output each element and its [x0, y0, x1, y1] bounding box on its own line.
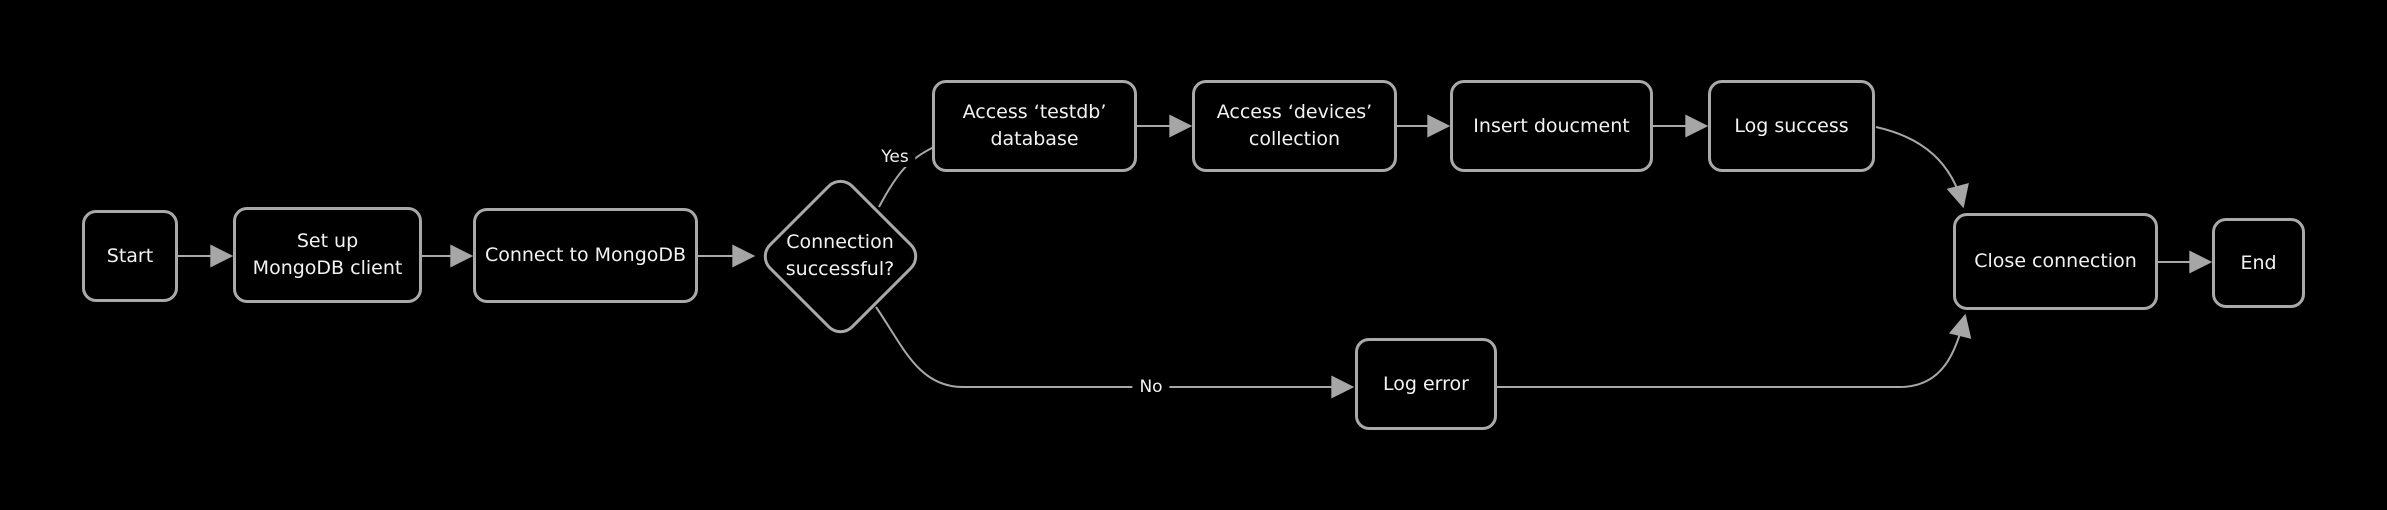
node-label-insert-doc: Insert doucment: [1473, 114, 1630, 137]
edge-decision-no: [875, 306, 1355, 399]
node-label-log-error: Log error: [1383, 372, 1469, 395]
node-label-start: Start: [106, 244, 154, 267]
node-label-decision: Connection successful?: [785, 231, 895, 280]
node-end: End: [2212, 218, 2305, 308]
node-setup-client: Set up MongoDB client: [233, 207, 422, 303]
node-label-close-conn: Close connection: [1974, 250, 2137, 273]
node-log-error: Log error: [1355, 338, 1497, 430]
node-access-coll: Access ‘devices’ collection: [1192, 80, 1397, 172]
node-decision: Connection successful?: [755, 171, 925, 341]
node-label-log-success: Log success: [1734, 114, 1849, 137]
node-log-success: Log success: [1708, 80, 1875, 172]
node-label-access-coll: Access ‘devices’ collection: [1216, 101, 1373, 150]
node-label-end: End: [2240, 251, 2277, 274]
node-insert-doc: Insert doucment: [1450, 80, 1653, 172]
edge-label-decision-yes: Yes: [874, 147, 916, 167]
edge-logsuccess-to-close: [1875, 126, 1969, 209]
node-label-setup-client: Set up MongoDB client: [252, 230, 403, 279]
node-access-db: Access ‘testdb’ database: [932, 80, 1137, 172]
node-label-access-db: Access ‘testdb’ database: [962, 101, 1107, 150]
edge-label-decision-no: No: [1132, 377, 1170, 397]
edge-decision-yes: [878, 146, 935, 208]
node-connect: Connect to MongoDB: [473, 208, 698, 303]
edge-logerror-to-close: [1497, 313, 1972, 388]
node-close-conn: Close connection: [1953, 213, 2158, 310]
node-label-connect: Connect to MongoDB: [484, 244, 687, 267]
node-start: Start: [82, 210, 178, 302]
